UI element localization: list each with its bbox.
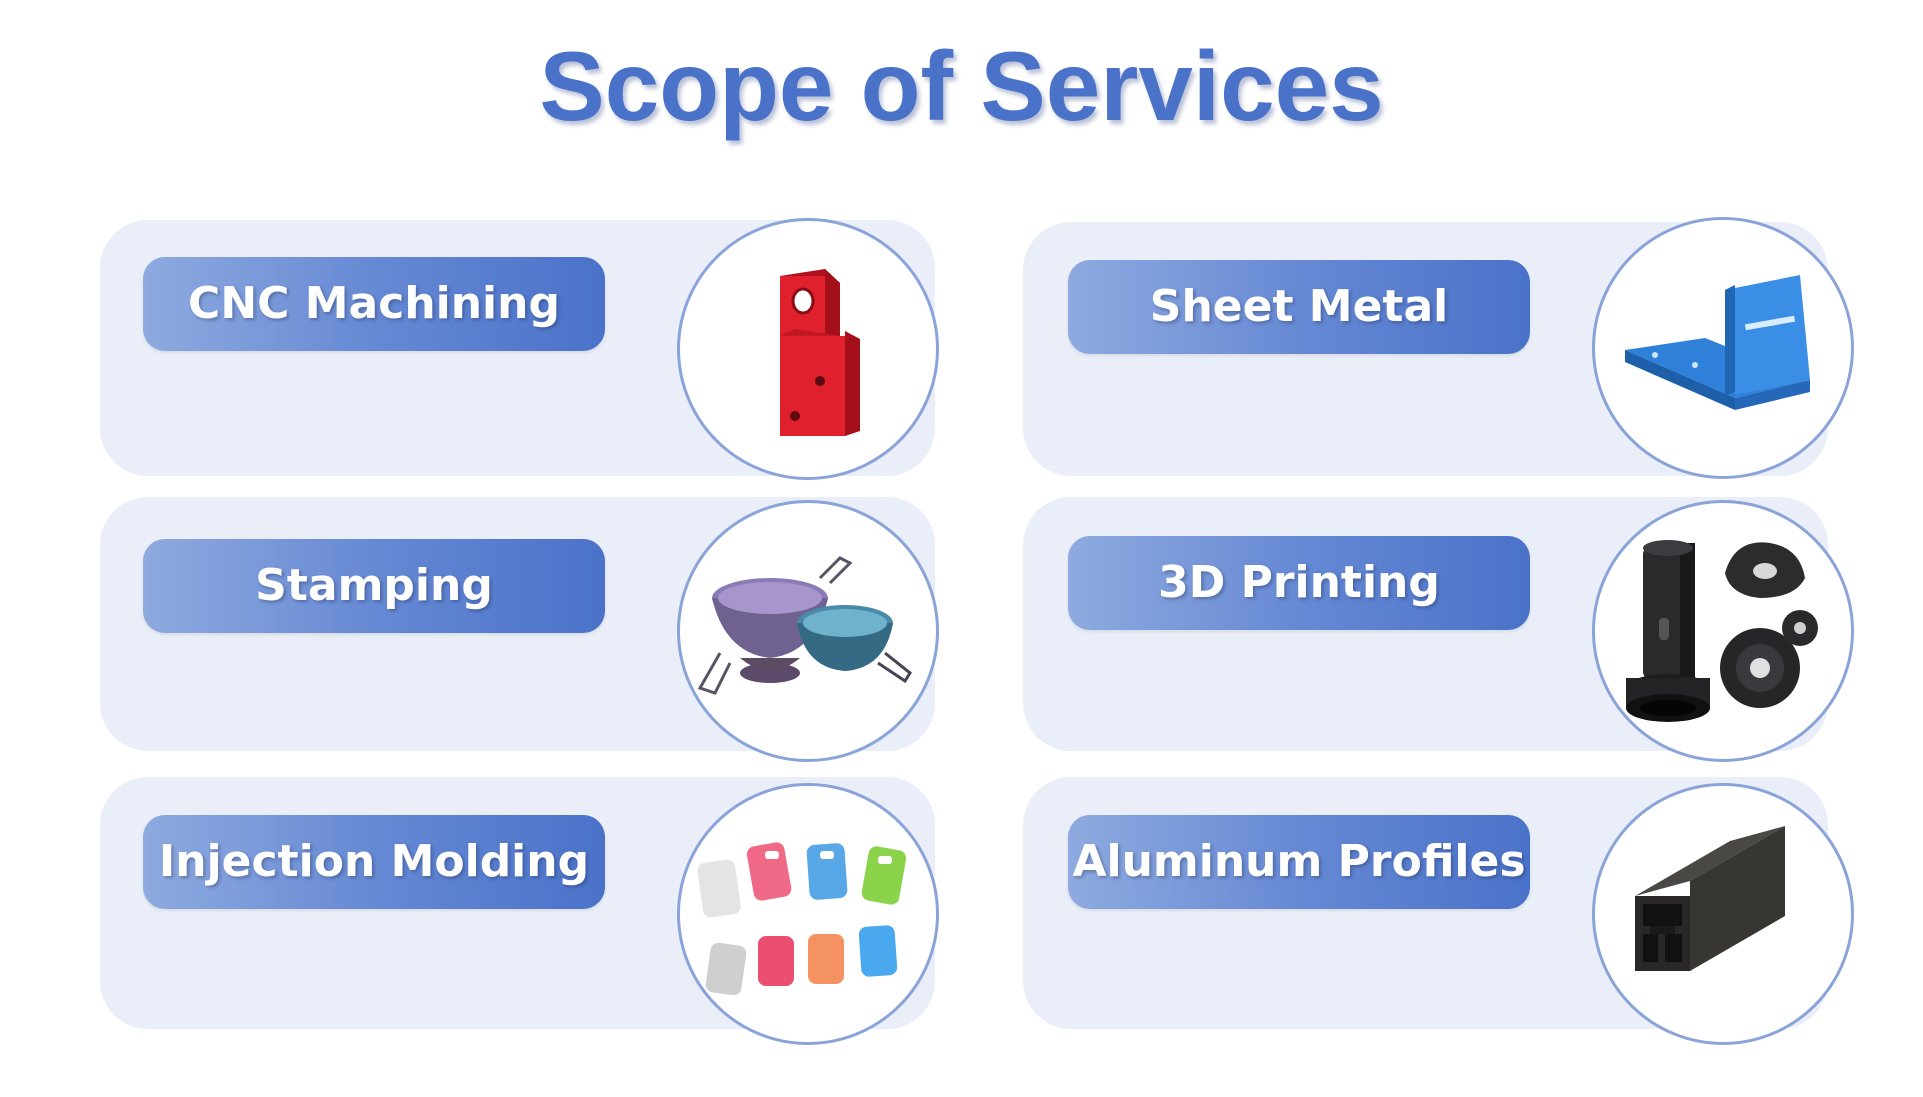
stamped-pans-icon — [677, 500, 939, 762]
cnc-part-icon — [677, 218, 939, 480]
service-label-3d-printing[interactable]: 3D Printing — [1068, 536, 1530, 630]
service-label-injection-molding[interactable]: Injection Molding — [143, 815, 605, 909]
aluminum-profile-icon — [1592, 783, 1854, 1045]
service-label-aluminum-profiles[interactable]: Aluminum Profiles — [1068, 815, 1530, 909]
service-label-sheet-metal[interactable]: Sheet Metal — [1068, 260, 1530, 354]
service-label-stamping[interactable]: Stamping — [143, 539, 605, 633]
3d-printed-parts-icon — [1592, 500, 1854, 762]
page-title: Scope of Services — [539, 31, 1384, 141]
service-label-cnc-machining[interactable]: CNC Machining — [143, 257, 605, 351]
sheet-metal-bracket-icon — [1592, 217, 1854, 479]
molded-tags-icon — [677, 783, 939, 1045]
